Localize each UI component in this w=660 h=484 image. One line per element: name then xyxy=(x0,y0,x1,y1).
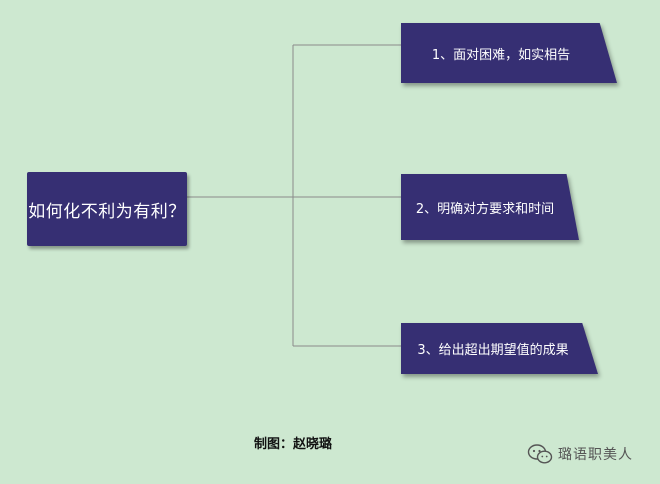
watermark: 璐语职美人 xyxy=(527,443,633,465)
root-node-label: 如何化不利为有利？ xyxy=(28,201,186,222)
branch-node-2-shape xyxy=(401,174,579,240)
branch-node-3-shape xyxy=(401,323,598,374)
watermark-text: 璐语职美人 xyxy=(558,447,633,463)
root-node: 如何化不利为有利？ xyxy=(27,172,187,246)
branch-node-3-label: 3、给出超出期望值的成果 xyxy=(417,343,569,358)
branch-node-3: 3、给出超出期望值的成果 xyxy=(401,323,598,374)
branch-node-1-shape xyxy=(401,23,617,83)
branch-node-2-label: 2、明确对方要求和时间 xyxy=(415,201,555,217)
wechat-icon xyxy=(527,444,553,464)
author-credit: 制图：赵晓璐 xyxy=(254,437,333,452)
branch-node-1-label: 1、面对困难，如实相告 xyxy=(431,47,571,63)
branch-node-2: 2、明确对方要求和时间 xyxy=(401,174,579,240)
branch-node-1: 1、面对困难，如实相告 xyxy=(401,23,617,83)
